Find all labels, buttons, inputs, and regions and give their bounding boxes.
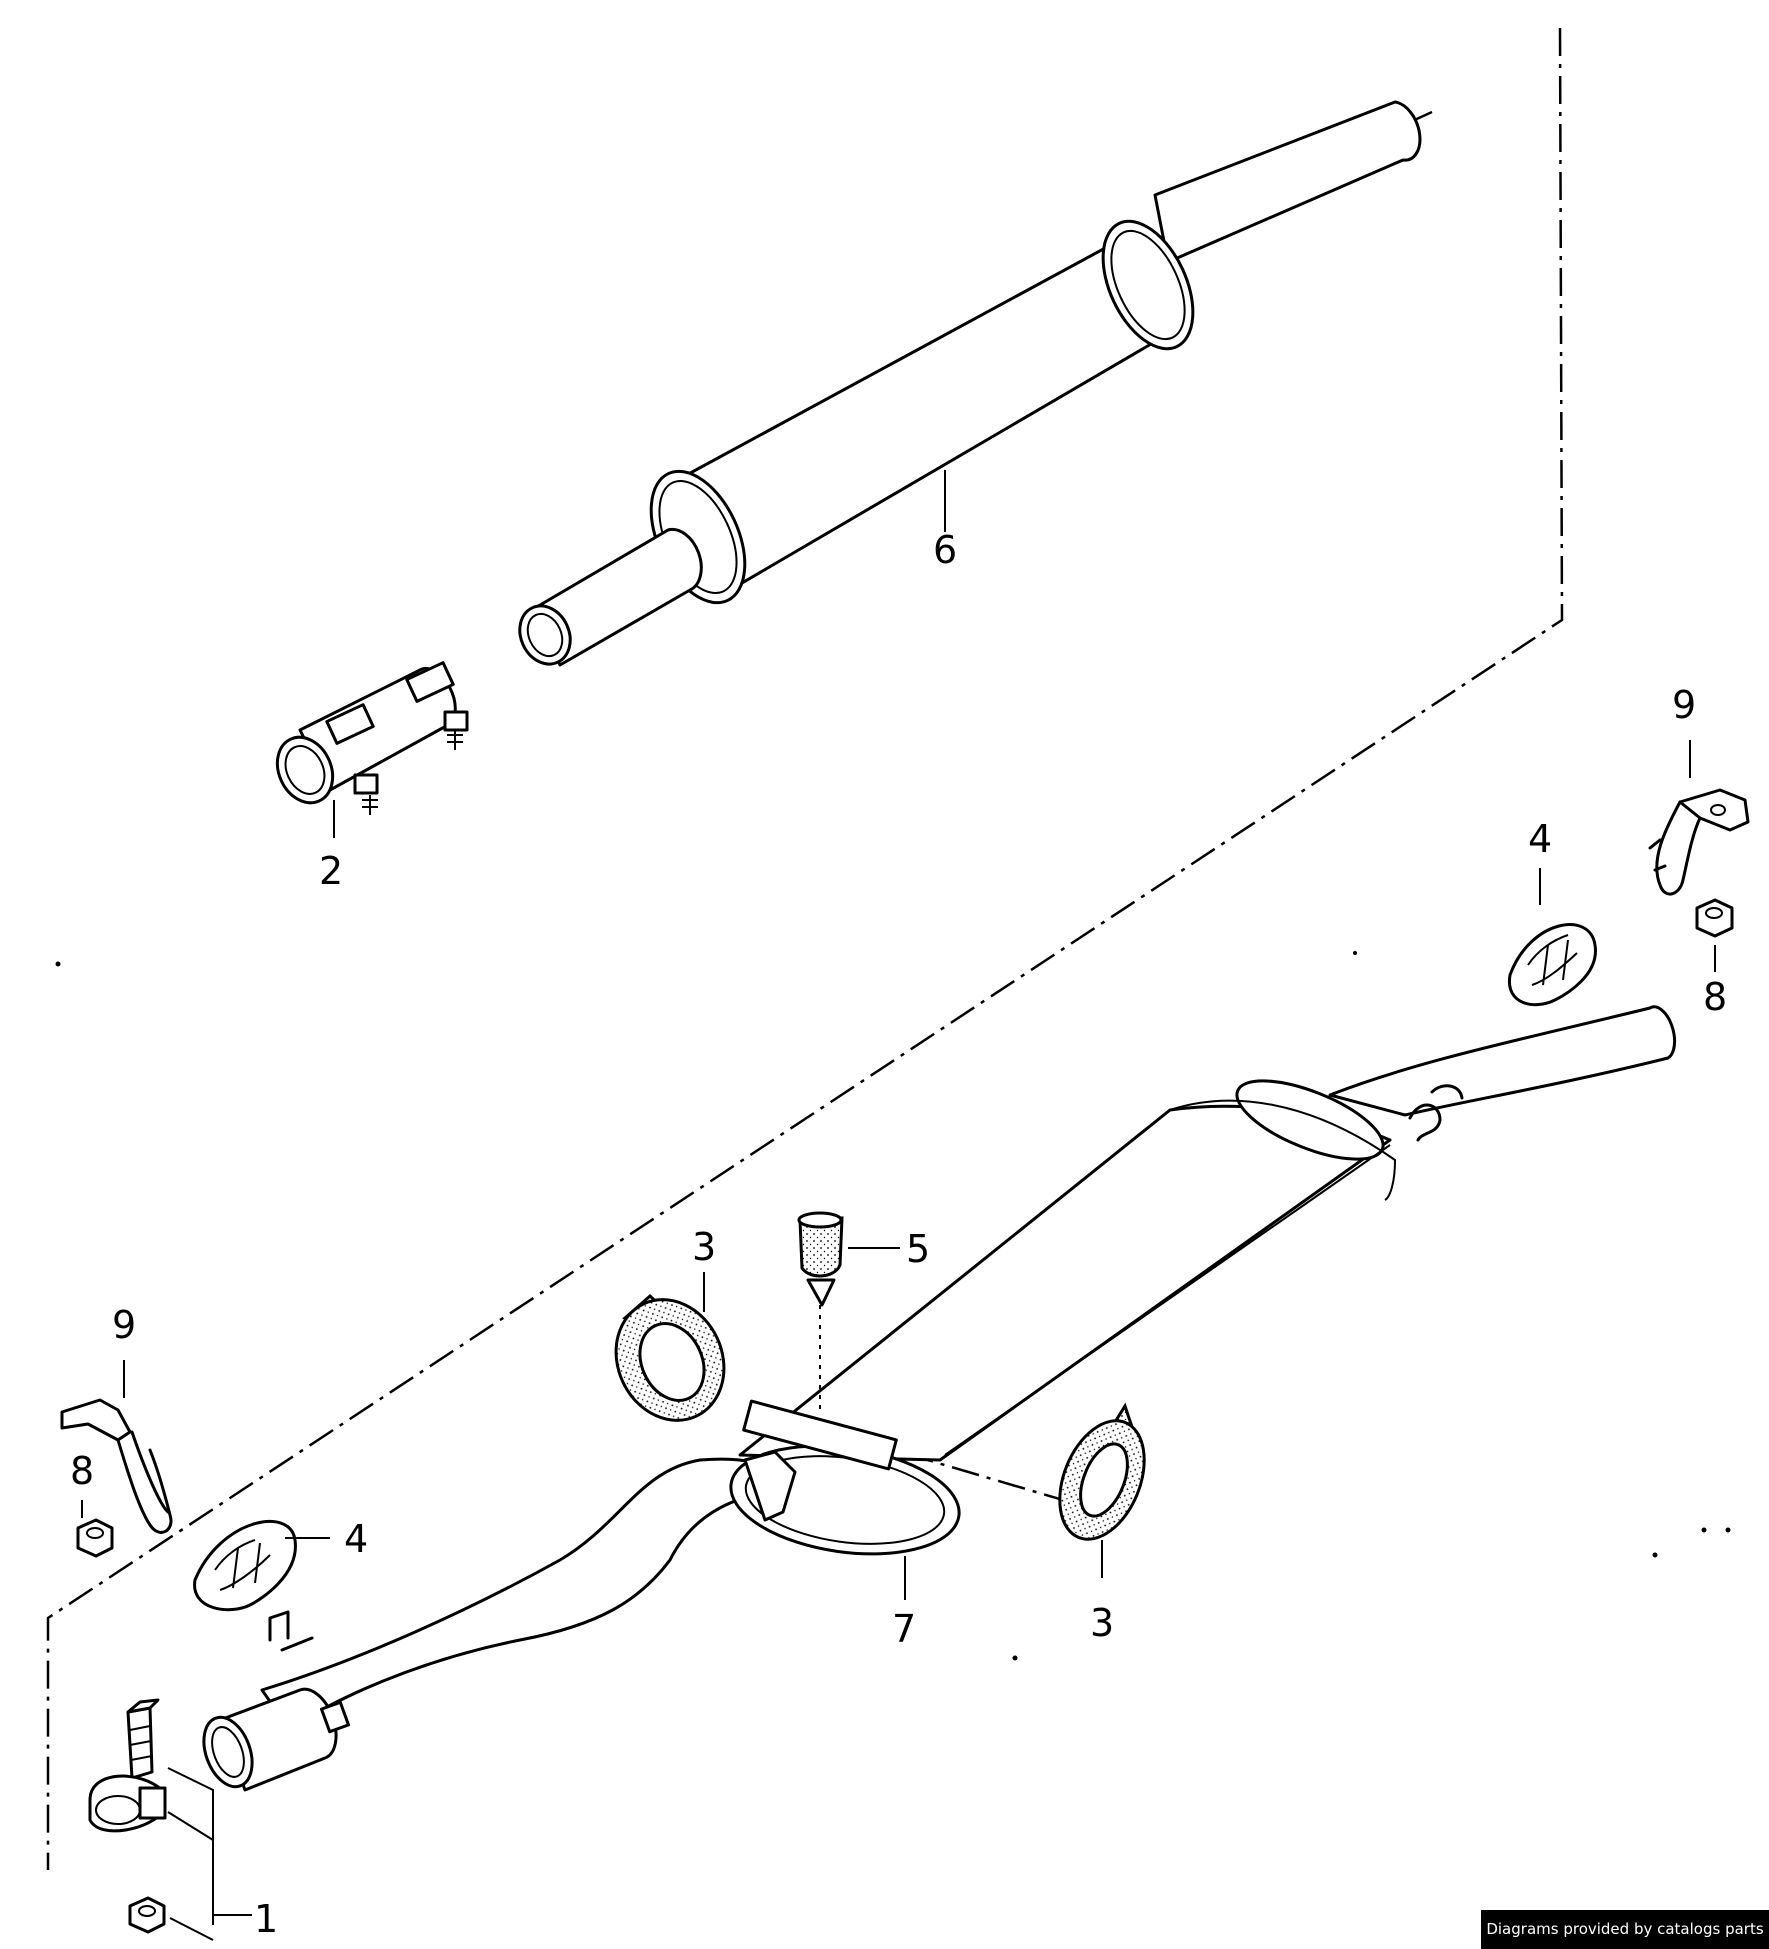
clamp-with-bolt-and-nut [88,1698,252,1941]
callout-9-left: 9 [112,1303,136,1347]
center-muffler [518,100,1422,667]
callout-7: 7 [892,1607,916,1651]
callout-8-left: 8 [70,1449,94,1493]
stray-marks [55,951,1731,1661]
callout-6: 6 [933,528,957,572]
callout-8-right: 8 [1703,975,1727,1019]
callout-2: 2 [319,849,343,893]
assembly-outline [46,27,1564,1870]
hex-nut-right [1695,898,1734,972]
callout-5: 5 [906,1227,930,1271]
callout-1: 1 [254,1897,278,1941]
callout-9-right: 9 [1672,683,1696,727]
hanger-bracket-left [60,1360,173,1534]
hanger-bracket-right [1648,740,1750,896]
gasket-upper [614,1272,726,1422]
callout-3-lower: 3 [1090,1601,1114,1645]
hex-nut-left [76,1500,114,1558]
rear-muffler-assembly [202,1005,1677,1792]
callout-4-left: 4 [344,1517,368,1561]
callout-4-right: 4 [1528,817,1552,861]
pipe-clamp-connector [275,661,469,838]
rubber-stop-buffer [797,1211,900,1410]
credit-banner: Diagrams provided by catalogs parts [1481,1910,1769,1949]
rubber-mount-right [1508,868,1597,1007]
callout-3-upper: 3 [692,1225,716,1269]
gasket-lower [1058,1402,1146,1578]
rubber-mount-left [193,1519,330,1612]
